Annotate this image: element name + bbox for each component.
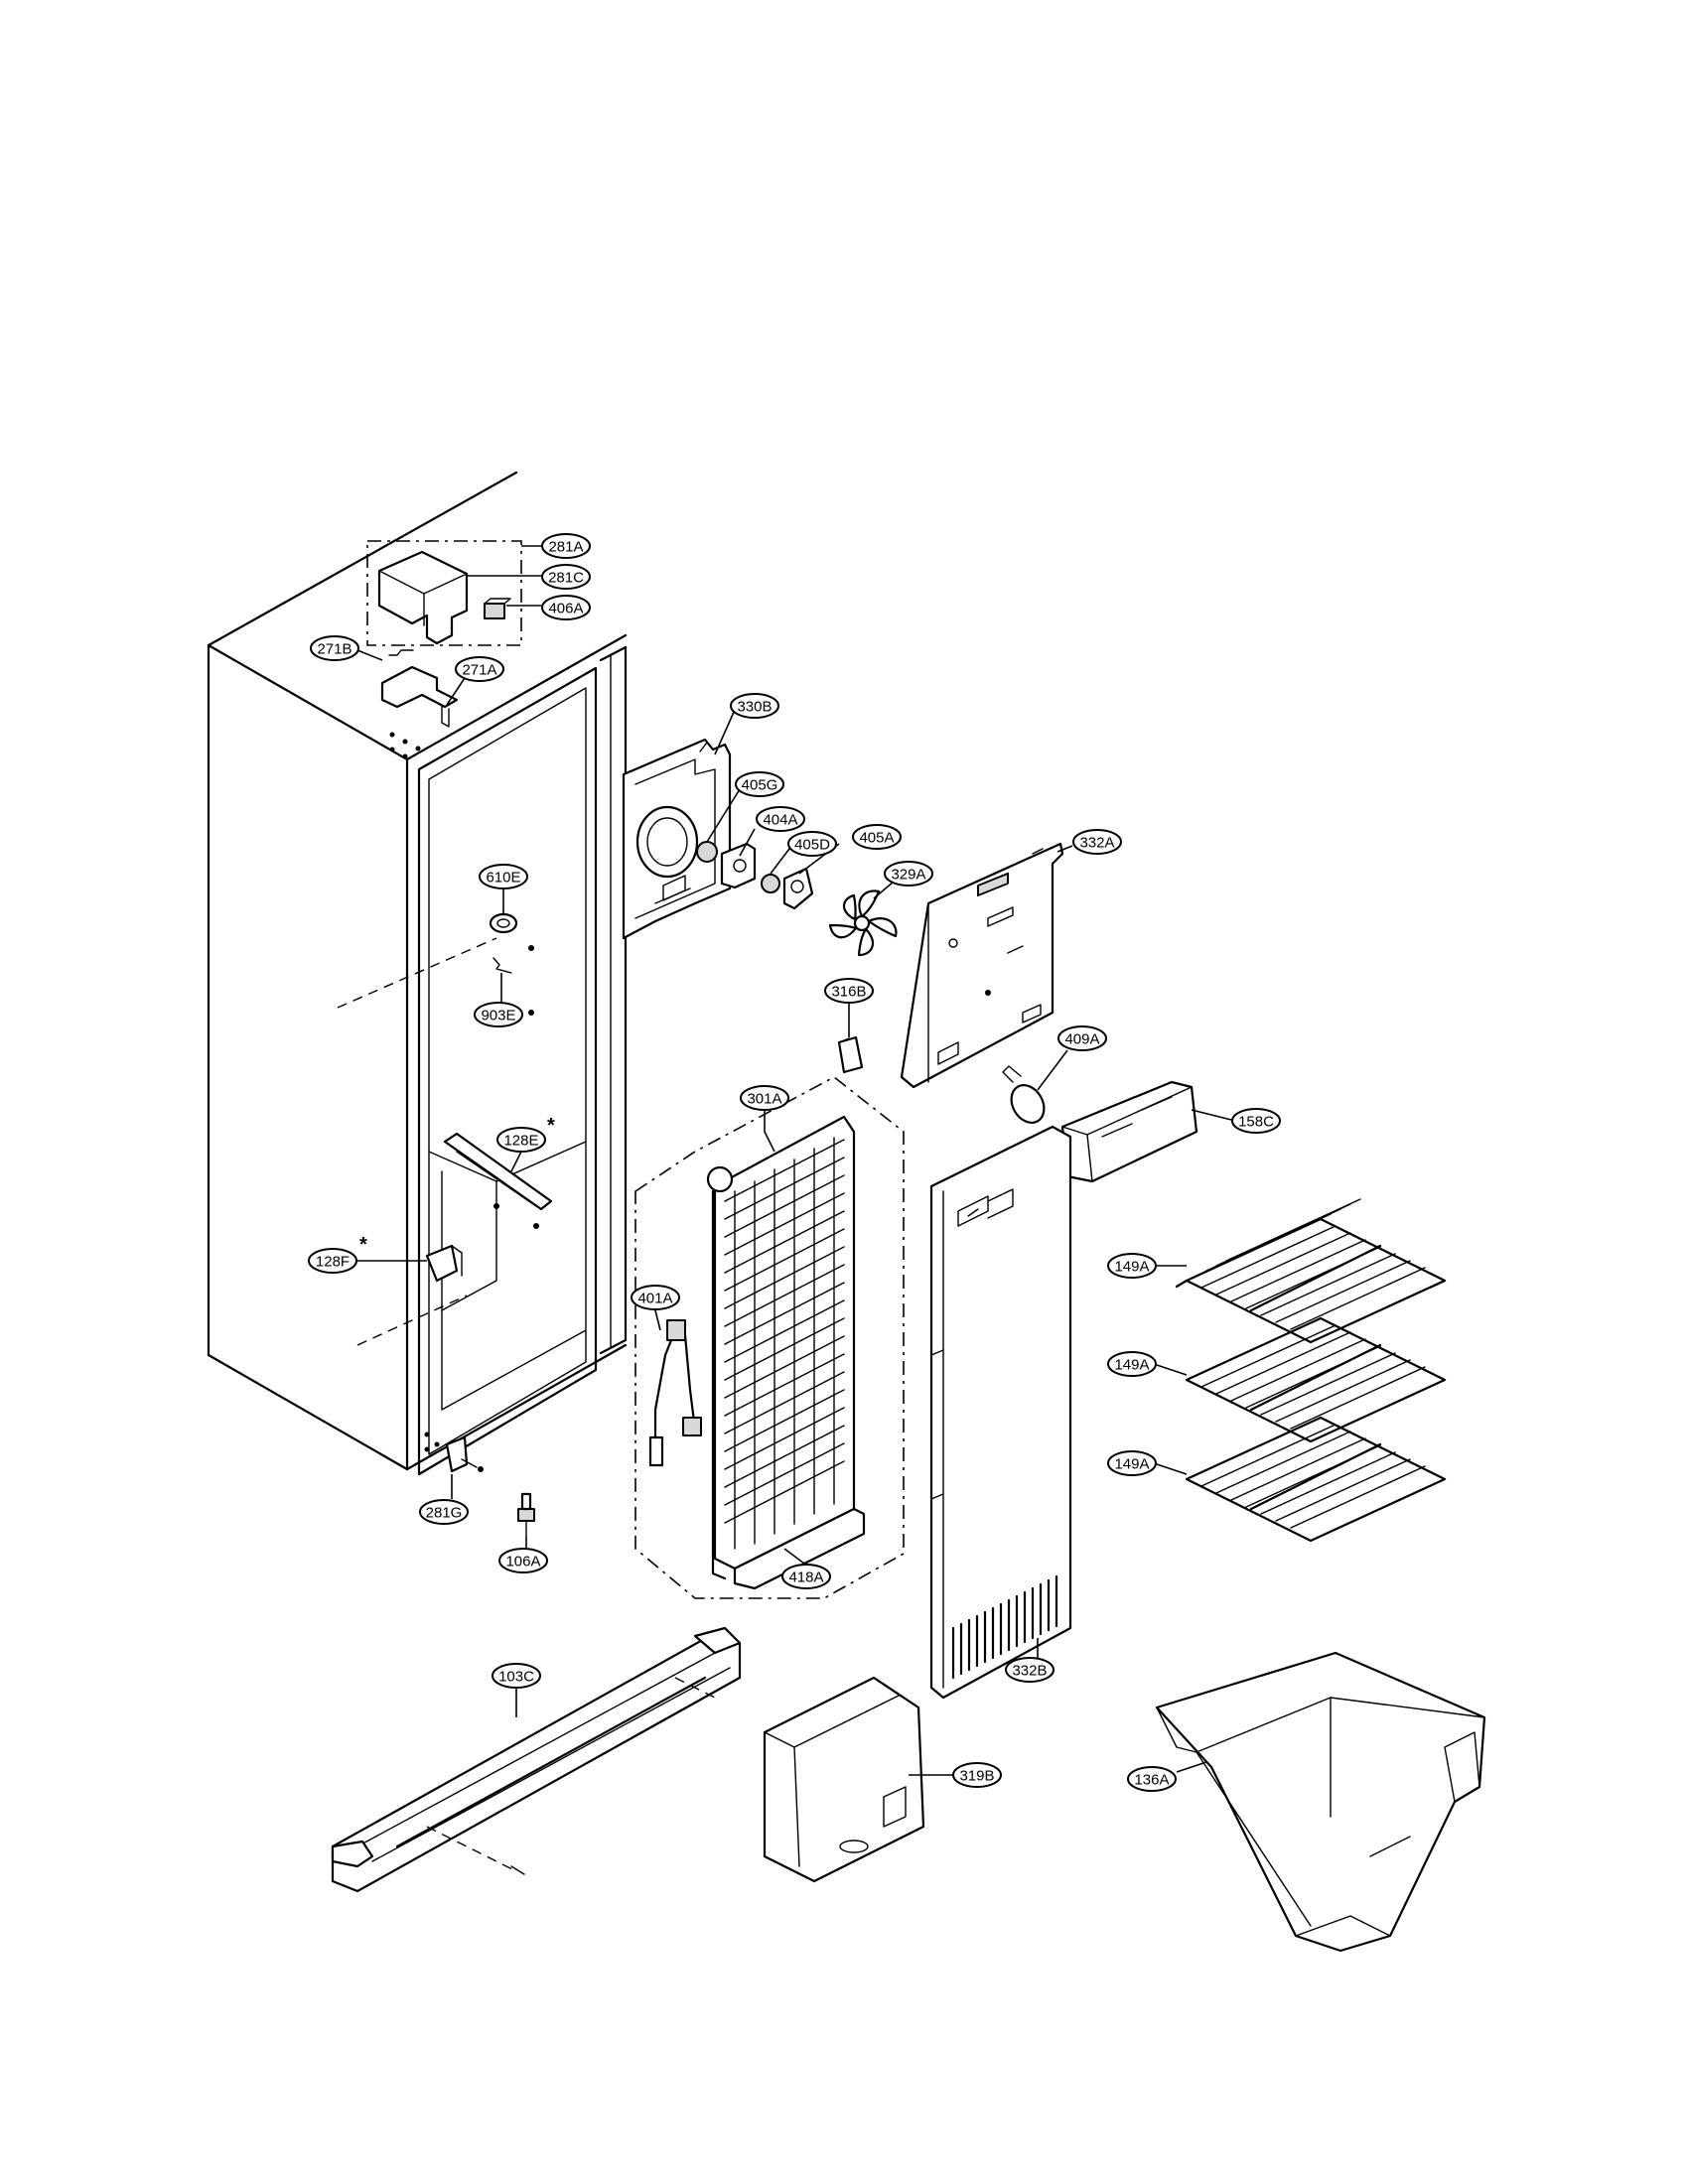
callout-158C: 158C xyxy=(1231,1108,1281,1134)
refrigerator-cabinet xyxy=(207,471,628,1476)
callout-label: 332B xyxy=(1012,1663,1047,1680)
callout-label: 128F xyxy=(316,1254,350,1271)
callout-label: 136A xyxy=(1134,1772,1169,1789)
callout-label: 409A xyxy=(1064,1031,1099,1048)
callout-332A: 332A xyxy=(1072,829,1122,855)
callout-281G: 281G xyxy=(419,1499,469,1525)
wire-shelf-2 xyxy=(1185,1316,1447,1443)
callout-281A: 281A xyxy=(541,533,591,559)
callout-330B: 330B xyxy=(730,693,779,719)
callout-label: 271B xyxy=(317,641,352,658)
callout-label: 405D xyxy=(794,837,830,854)
wire-shelf-3 xyxy=(1185,1416,1447,1543)
callout-label: 281G xyxy=(426,1505,463,1522)
callout-281C: 281C xyxy=(541,564,591,590)
callout-label: 281A xyxy=(548,539,583,556)
callout-301A: 301A xyxy=(740,1085,789,1111)
wire-shelf-1 xyxy=(1175,1198,1447,1344)
callout-label: 406A xyxy=(548,601,583,617)
callout-label: 405A xyxy=(859,830,894,847)
evaporator-fins xyxy=(724,1137,845,1550)
fan-motor-group xyxy=(696,841,898,957)
callout-149A-middle: 149A xyxy=(1107,1351,1157,1377)
callout-329A: 329A xyxy=(884,861,933,887)
callout-label: 418A xyxy=(788,1570,823,1586)
callout-label: 158C xyxy=(1238,1114,1274,1131)
callout-106A: 106A xyxy=(498,1548,548,1573)
leader-lines xyxy=(356,545,1232,1776)
top-cover-assembly xyxy=(366,540,522,646)
callout-103C: 103C xyxy=(492,1663,541,1689)
callout-label: 149A xyxy=(1114,1357,1149,1374)
fan-blade xyxy=(828,889,898,957)
callout-label: 271A xyxy=(462,662,496,679)
callout-label: 903E xyxy=(481,1008,515,1024)
base-rail xyxy=(331,1626,742,1893)
callout-label: 610E xyxy=(486,870,520,887)
callout-label: 103C xyxy=(498,1669,534,1686)
damper-part xyxy=(837,1035,864,1074)
asterisk-mark: * xyxy=(547,1115,555,1137)
callout-label: 330B xyxy=(737,699,772,716)
callout-903E: 903E xyxy=(474,1002,523,1027)
top-hinge xyxy=(380,649,459,728)
evaporator-cover-upper xyxy=(900,842,1064,1089)
callout-149A-top: 149A xyxy=(1107,1253,1157,1279)
callout-label: 149A xyxy=(1114,1456,1149,1473)
defrost-heater xyxy=(648,1319,702,1467)
callout-406A: 406A xyxy=(541,595,591,620)
callout-label: 128E xyxy=(503,1133,538,1150)
callout-label: 316B xyxy=(831,984,866,1001)
callout-label: 149A xyxy=(1114,1259,1149,1276)
storage-bin xyxy=(1155,1651,1486,1953)
callout-271A: 271A xyxy=(455,656,504,682)
callout-149A-bottom: 149A xyxy=(1107,1450,1157,1476)
callout-label: 281C xyxy=(548,570,584,587)
fan-shroud xyxy=(622,738,732,940)
callout-319B: 319B xyxy=(952,1762,1002,1788)
callout-label: 404A xyxy=(763,812,797,829)
callout-label: 301A xyxy=(747,1091,781,1108)
callout-401A: 401A xyxy=(631,1285,680,1310)
evaporator-assembly xyxy=(634,1076,905,1599)
callout-271B: 271B xyxy=(310,635,359,661)
callout-label: 332A xyxy=(1079,835,1114,852)
callout-label: 329A xyxy=(891,867,925,884)
callout-409A: 409A xyxy=(1057,1025,1107,1051)
callout-136A: 136A xyxy=(1127,1766,1177,1792)
vent-slots xyxy=(951,1574,1058,1680)
callout-405A: 405A xyxy=(852,824,902,850)
callout-label: 401A xyxy=(637,1291,672,1307)
air-duct xyxy=(763,1676,925,1883)
callout-label: 106A xyxy=(505,1554,540,1570)
callout-610E: 610E xyxy=(479,864,528,889)
callout-405G: 405G xyxy=(735,771,784,797)
callout-404A: 404A xyxy=(756,806,805,832)
callout-316B: 316B xyxy=(824,978,874,1004)
callout-label: 319B xyxy=(959,1768,994,1785)
evaporator-cover-lower xyxy=(929,1125,1072,1700)
asterisk-mark: * xyxy=(359,1234,367,1256)
callout-label: 405G xyxy=(742,777,778,794)
callout-128E: 128E * xyxy=(496,1115,555,1153)
small-parts xyxy=(425,912,553,1538)
callout-405D: 405D xyxy=(787,831,837,857)
callout-332B: 332B xyxy=(1005,1657,1055,1683)
callout-418A: 418A xyxy=(781,1564,831,1589)
callout-128F: 128F * xyxy=(308,1234,367,1274)
